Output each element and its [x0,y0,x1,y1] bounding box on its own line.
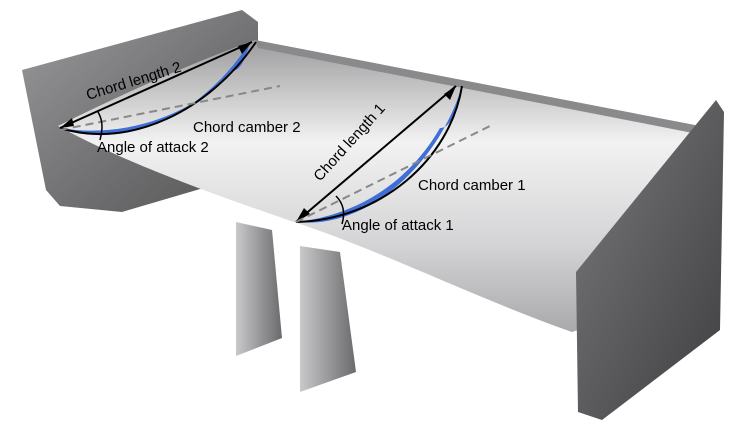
wing-surface [58,40,700,332]
support-pylon-right [300,246,356,392]
airfoil-section-2 [60,42,250,136]
label-angle-of-attack-1: Angle of attack 1 [342,217,454,234]
support-pylon-left [236,222,282,356]
label-chord-camber-1: Chord camber 1 [418,177,526,194]
airfoil-section-1 [296,86,462,223]
label-angle-of-attack-2: Angle of attack 2 [97,139,209,156]
right-endplate [576,100,724,420]
wing-gurney-flap [255,40,700,134]
label-chord-camber-2: Chord camber 2 [193,119,301,136]
